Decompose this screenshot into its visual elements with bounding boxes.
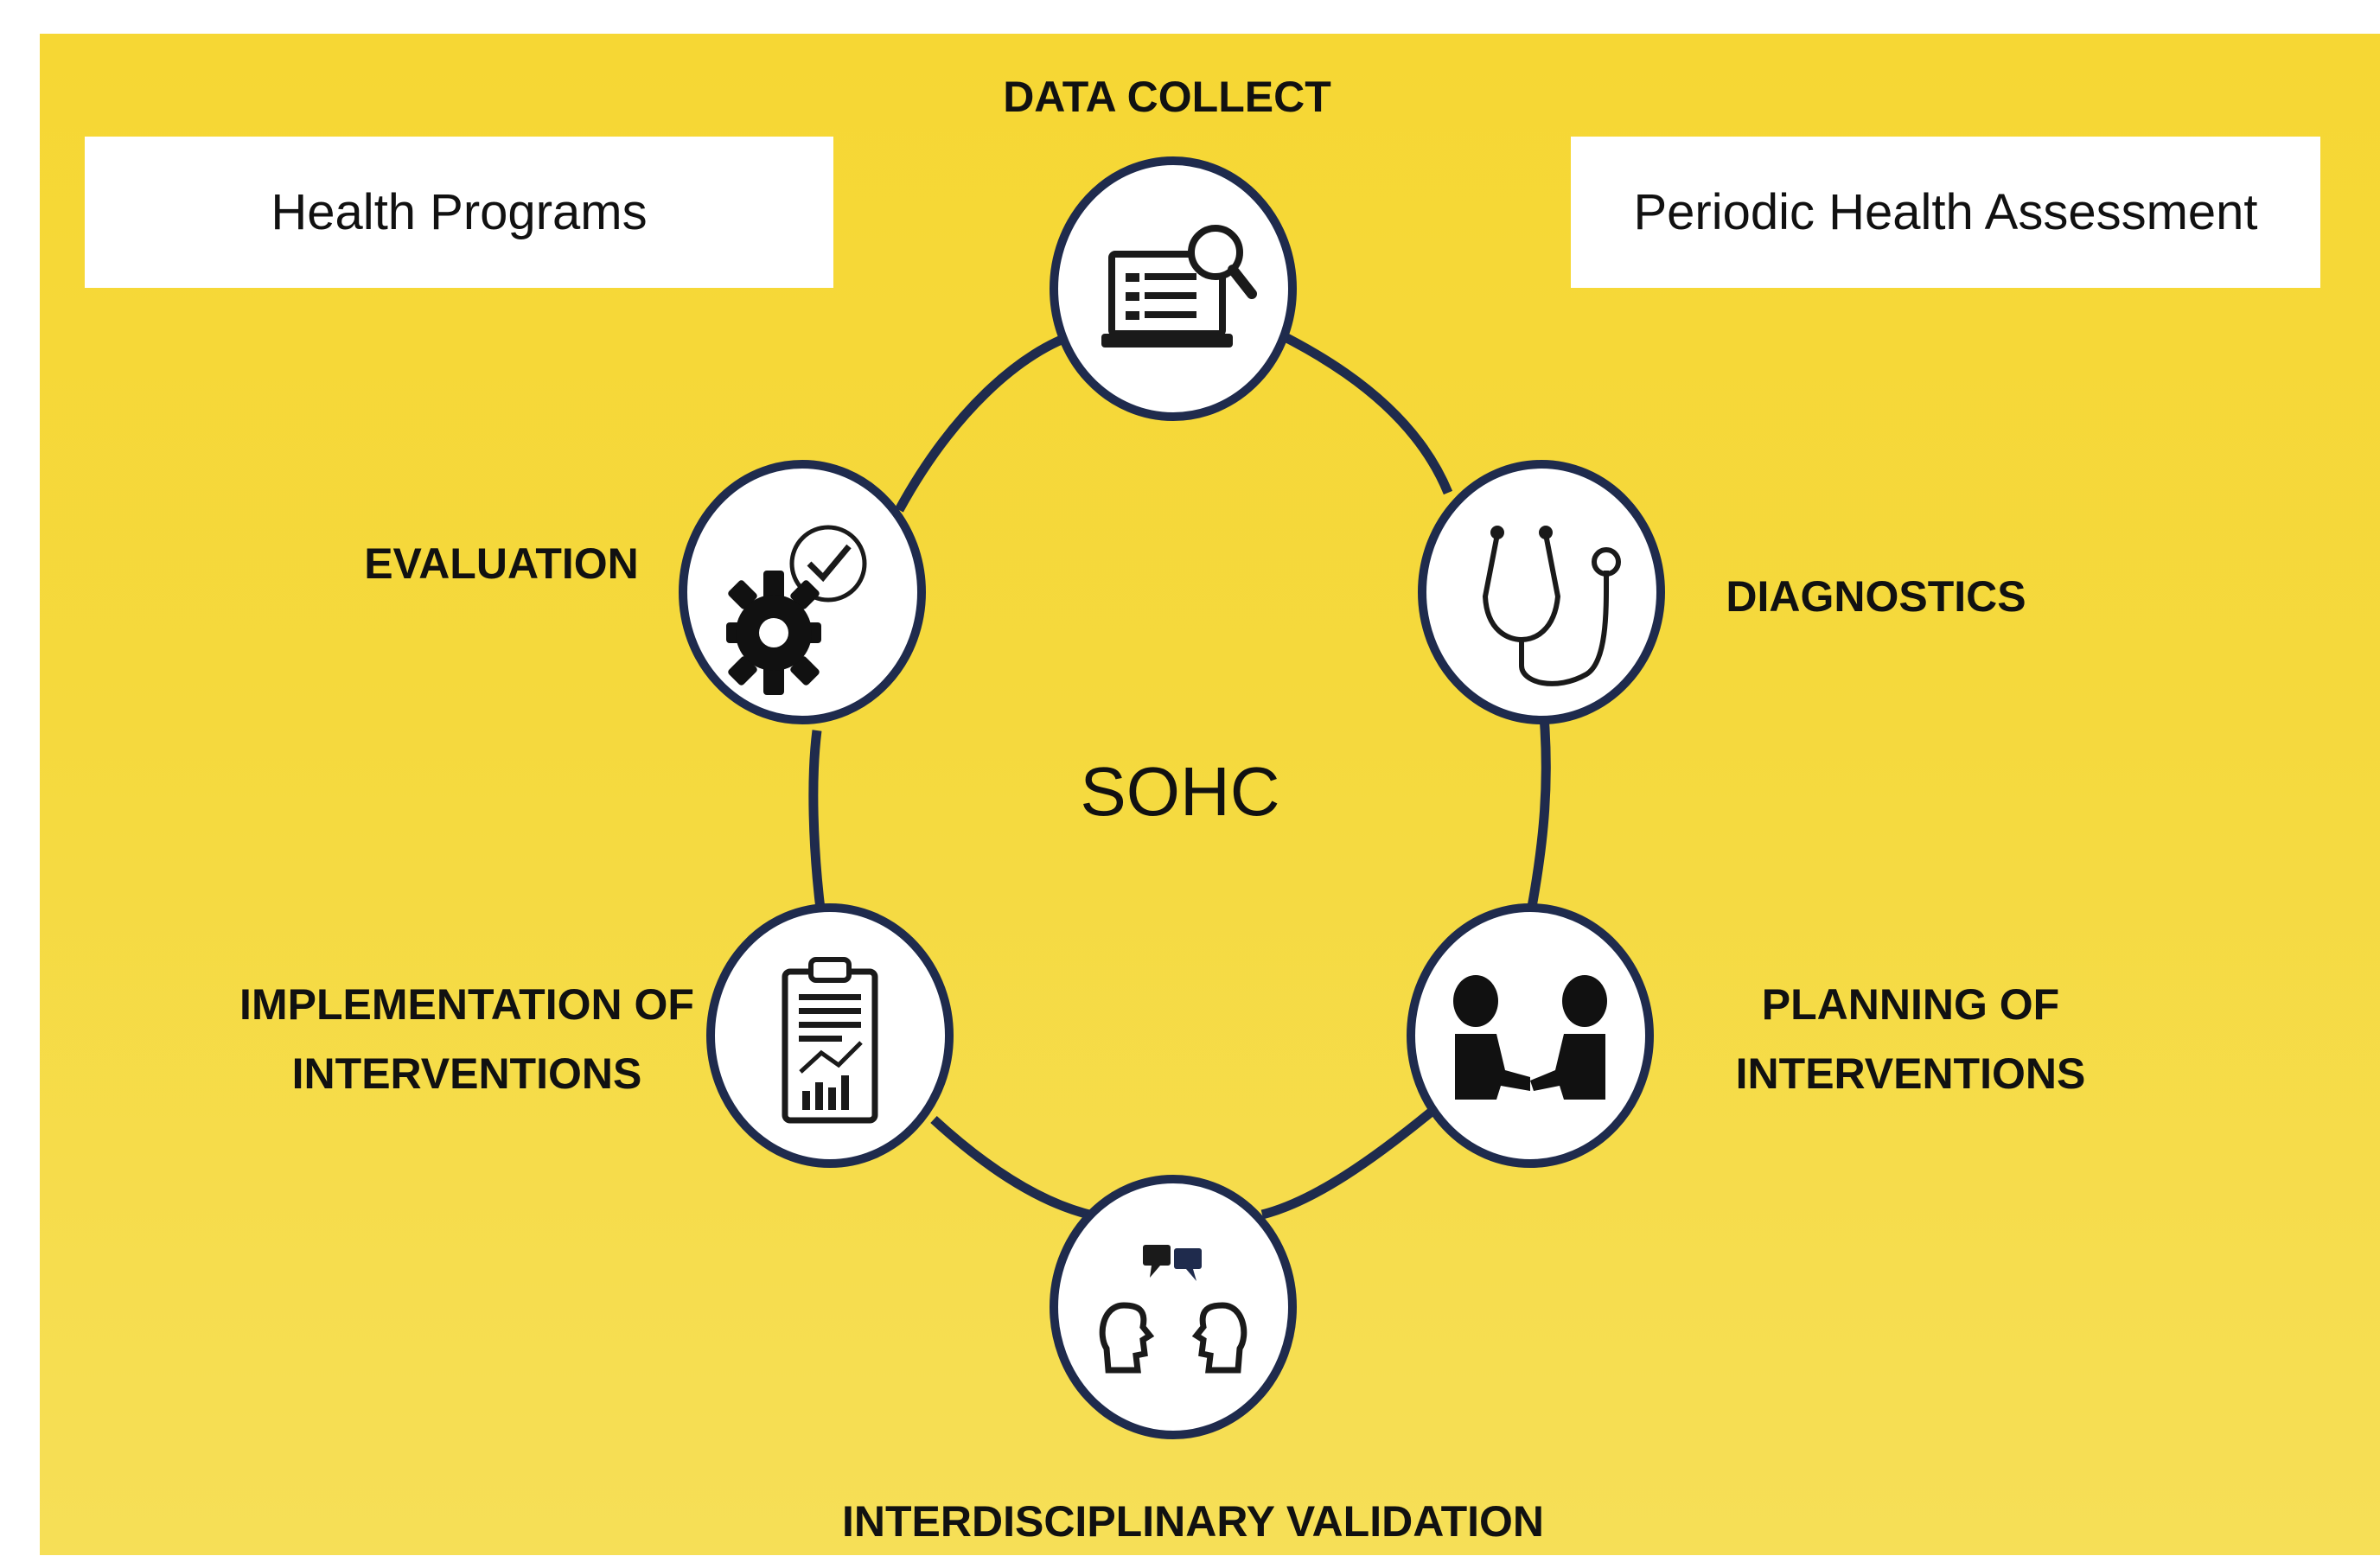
discussion-icon <box>1099 1245 1247 1374</box>
planning-label-line-2: INTERVENTIONS <box>1735 1049 2086 1098</box>
clipboard-chart-icon <box>782 957 878 1124</box>
planning-label: PLANNING OF INTERVENTIONS <box>1686 970 2135 1108</box>
node-data-collect <box>1050 156 1297 421</box>
center-title: SOHC <box>1080 753 1280 830</box>
node-planning <box>1407 903 1654 1168</box>
node-validation <box>1050 1175 1297 1439</box>
stethoscope-icon <box>1482 526 1621 686</box>
implementation-label-line-2: INTERVENTIONS <box>291 1049 642 1098</box>
evaluation-label: EVALUATION <box>364 539 639 588</box>
meeting-icon <box>1453 975 1607 1100</box>
validation-label: INTERDISCIPLINARY VALIDATION <box>841 1497 1545 1546</box>
node-evaluation <box>679 460 926 724</box>
data-search-icon <box>1101 225 1257 348</box>
node-diagnostics <box>1418 460 1665 724</box>
periodic-health-assessment-box: Periodic Health Assessment <box>1571 137 2320 288</box>
gear-check-icon <box>726 525 867 695</box>
implementation-label: IMPLEMENTATION OF INTERVENTIONS <box>225 970 709 1108</box>
health-programs-label: Health Programs <box>271 184 648 240</box>
implementation-label-line-1: IMPLEMENTATION OF <box>239 980 694 1029</box>
planning-label-line-1: PLANNING OF <box>1761 980 2060 1029</box>
data-collect-label: DATA COLLECT <box>1003 73 1331 121</box>
diagnostics-label: DIAGNOSTICS <box>1726 572 2026 621</box>
health-programs-box: Health Programs <box>85 137 833 288</box>
node-implementation <box>706 903 954 1168</box>
periodic-health-assessment-label: Periodic Health Assessment <box>1633 184 2258 240</box>
